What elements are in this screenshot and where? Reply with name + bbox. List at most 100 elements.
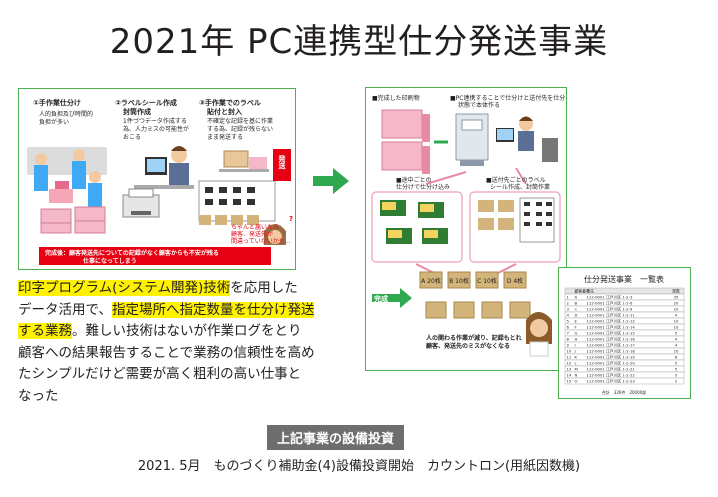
after-caption2: ■PC連携することで仕分けと送付先を仕分けした bbox=[450, 94, 566, 102]
counting-machine-illustration bbox=[455, 113, 489, 166]
done-label: 完成 bbox=[374, 294, 388, 303]
table-cell: 112-0001 江戸川区 1-2-16 bbox=[587, 337, 636, 342]
table-cell: F bbox=[575, 325, 577, 330]
desc-text4: 顧客への結果報告することで業務の信頼性を高め bbox=[18, 344, 315, 361]
table-row bbox=[564, 377, 685, 385]
parcel-label-a: A 20枚 bbox=[421, 277, 441, 285]
transition-arrow-icon bbox=[313, 168, 349, 198]
table-cell: 112-0001 江戸川区 1-2-6 bbox=[587, 301, 633, 306]
worry-text3: 間違っていないかも… bbox=[231, 237, 291, 245]
table-cell: 6 bbox=[675, 355, 678, 360]
final-parcels-illustration bbox=[419, 271, 531, 319]
table-cell: 112-0001 江戸川区 1-2-22 bbox=[587, 373, 636, 378]
table-cell: 9 bbox=[567, 343, 570, 348]
table-cell: 112-0001 江戸川区 1-2-19 bbox=[587, 355, 636, 360]
step3-desc1: 不確定な記録を基に作業 bbox=[207, 117, 273, 125]
desc-text3: 。難しい技術はないが作業ログをとり bbox=[72, 323, 302, 339]
step1-desc2: 負担が多い bbox=[39, 118, 69, 126]
table-cell: 3 bbox=[675, 373, 678, 378]
step2-title: ②ラベルシール作成 bbox=[115, 98, 177, 107]
address-labels-illustration bbox=[478, 197, 555, 243]
before-workflow-panel: ①手作業仕分け 人的負担及び時間的 負担が多い ②ラベルシール作成 封筒作成 1… bbox=[18, 88, 296, 270]
table-cell: 8 bbox=[567, 337, 570, 342]
bottom-note-line1: 完成後：顧客発送先についての記録がなく顧客からも不安が残る bbox=[44, 249, 219, 257]
desc-text6: なった bbox=[18, 387, 59, 404]
ship-tag bbox=[273, 149, 291, 181]
table-cell: 15 bbox=[567, 379, 572, 384]
step1-title: ①手作業仕分け bbox=[33, 98, 81, 107]
table-cell: N bbox=[575, 373, 578, 378]
printed-stacks-illustration bbox=[381, 109, 430, 174]
after-workflow-panel: ■完成した印刷物 ■PC連携することで仕分けと送付先を仕分けした 状態で本体作る… bbox=[365, 87, 583, 371]
table-cell: 112-0001 江戸川区 1-2-17 bbox=[587, 343, 636, 348]
table-cell: 112-0001 江戸川区 1-2-9 bbox=[587, 307, 633, 312]
svg-text:?: ? bbox=[289, 215, 293, 223]
table-cell: 112-0001 江戸川区 1-2-11 bbox=[587, 313, 636, 318]
table-cell: 112-0001 江戸川区 1-2-15 bbox=[587, 331, 636, 336]
step3-title2: 貼付と封入 bbox=[206, 107, 242, 116]
table-cell: 10 bbox=[674, 349, 679, 354]
paper-stacks-illustration bbox=[40, 206, 106, 234]
highlight-service: 指定場所へ指定数量を仕分け発送 bbox=[111, 301, 315, 318]
step3-desc2: する為、記録が残らない bbox=[207, 125, 273, 133]
step2-title2: 封筒作成 bbox=[123, 107, 151, 116]
table-cell: 宛先 bbox=[587, 289, 595, 294]
after-caption3b: 仕分けで仕分け込み bbox=[396, 183, 450, 191]
step1-desc1: 人的負担及び時間的 bbox=[39, 110, 93, 118]
table-cell: 13 bbox=[567, 367, 572, 372]
before-workflow-illustration: ①手作業仕分け 人的負担及び時間的 負担が多い ②ラベルシール作成 封筒作成 1… bbox=[27, 98, 293, 265]
sorted-bundles-illustration bbox=[380, 200, 448, 244]
table-cell: 10 bbox=[674, 319, 679, 324]
table-cell: D bbox=[575, 313, 578, 318]
after-workflow-illustration: ■完成した印刷物 ■PC連携することで仕分けと送付先を仕分けした 状態で本体作る… bbox=[371, 94, 583, 357]
label-sheets-illustration bbox=[198, 180, 276, 225]
step3-desc3: まま発送する bbox=[207, 133, 243, 141]
table-cell: O bbox=[575, 379, 578, 384]
table-cell: 7 bbox=[567, 331, 570, 336]
table-cell: 2 bbox=[675, 379, 678, 384]
table-cell: I bbox=[575, 343, 576, 348]
table-cell: L bbox=[575, 361, 578, 366]
table-cell: 4 bbox=[675, 313, 678, 318]
after-caption1: ■完成した印刷物 bbox=[372, 94, 420, 102]
step3-title: ③手作業でのラベル bbox=[199, 98, 261, 107]
done-message2: 顧客、発送先のミスがなくなる bbox=[426, 342, 510, 350]
parcel-label-d: D 4枚 bbox=[507, 277, 523, 285]
table-cell: 10 bbox=[674, 307, 679, 312]
table-cell: 5 bbox=[675, 331, 678, 336]
table-cell: E bbox=[575, 319, 578, 324]
table-cell: 14 bbox=[567, 373, 572, 378]
after-caption2b: 状態で本体作る bbox=[458, 101, 500, 109]
table-cell: A bbox=[575, 295, 578, 300]
table-cell: 35 bbox=[674, 295, 679, 300]
complete-arrow-icon bbox=[372, 288, 412, 308]
table-cell: 112-0001 江戸川区 1-2-12 bbox=[587, 319, 636, 324]
table-cell: 112-0001 江戸川区 1-2-18 bbox=[587, 349, 636, 354]
table-cell: 112-0001 江戸川区 1-2-14 bbox=[587, 325, 636, 330]
desc-text2: データ活用で、 bbox=[18, 301, 112, 318]
table-cell: 20 bbox=[674, 301, 679, 306]
boxes-on-table-illustration bbox=[219, 150, 269, 172]
table-cell: 4 bbox=[567, 313, 570, 318]
equipment-investment-label: 上記事業の設備投資 bbox=[267, 425, 405, 450]
table-cell: 11 bbox=[567, 355, 572, 360]
parcel-label-b: B 10枚 bbox=[449, 277, 469, 285]
table-cell: 112-0001 江戸川区 1-2-20 bbox=[587, 361, 636, 366]
table-cell: 10 bbox=[674, 325, 679, 330]
table-cell: 5 bbox=[675, 361, 678, 366]
business-description: 印字プログラム(システム開発)技術を応用した データ活用で、指定場所へ指定数量を… bbox=[18, 278, 358, 407]
table-cell: 5 bbox=[675, 367, 678, 372]
table-cell: 6 bbox=[567, 325, 570, 330]
highlight-tech: 印字プログラム(システム開発)技術 bbox=[18, 280, 231, 296]
bottom-note-line2: 仕事になってしまう bbox=[82, 257, 137, 265]
table-cell: J bbox=[574, 349, 576, 354]
after-caption3: ■途中ごとの bbox=[396, 176, 432, 184]
investment-footer: 2021. 5月 ものづくり補助金(4)設備投資開始 カウントロン(用紙因数機) bbox=[137, 459, 581, 474]
page-title: 2021年 PC連携型仕分発送事業 bbox=[109, 22, 609, 62]
bottom-note-band bbox=[39, 247, 271, 265]
table-cell: 10 bbox=[567, 349, 572, 354]
step2-desc2: 為、人力ミスの可能性が bbox=[123, 125, 189, 133]
step2-desc3: おこる bbox=[123, 134, 141, 141]
